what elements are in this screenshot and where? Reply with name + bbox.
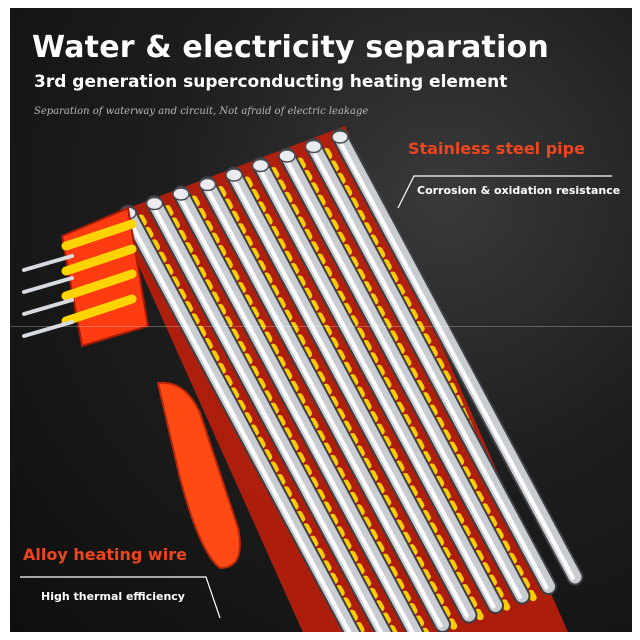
pipe-end-cap — [251, 158, 270, 173]
page-subtitle: 3rd generation superconducting heating e… — [34, 72, 508, 92]
heating-wire-segment — [243, 176, 486, 624]
steel-pipe — [172, 185, 425, 632]
heating-wire-segment — [217, 186, 459, 632]
terminal-pin — [22, 320, 74, 338]
pipe-end-cap — [278, 149, 296, 163]
steel-pipe — [198, 176, 451, 632]
wire-callout-note: High thermal efficiency — [41, 590, 185, 603]
steel-pipe — [251, 157, 504, 614]
horizontal-divider — [10, 326, 632, 327]
pipe-end-cap — [172, 187, 190, 201]
wire-callout-title: Alloy heating wire — [23, 545, 187, 564]
steel-pipe — [304, 138, 557, 595]
pipe-callout-note: Corrosion & oxidation resistance — [417, 184, 621, 197]
steel-pipe — [331, 128, 584, 586]
terminal-connector — [22, 206, 150, 348]
heating-wire-segment — [137, 214, 380, 632]
heating-wire-segment — [296, 157, 539, 605]
steel-pipe — [278, 147, 531, 605]
pipe-callout-leader — [397, 175, 612, 209]
pipe-end-cap — [198, 177, 217, 192]
heating-wire-segment — [190, 195, 433, 632]
heating-wire-segment — [323, 148, 565, 595]
stainless-steel-pipes — [119, 128, 584, 632]
heating-element-illustration — [20, 126, 612, 632]
steel-pipe — [225, 166, 478, 624]
tagline: Separation of waterway and circuit, Not … — [34, 106, 369, 117]
pipe-callout-title: Stainless steel pipe — [408, 139, 585, 158]
terminal-pin — [22, 298, 74, 316]
connector-band — [61, 294, 137, 326]
page-title: Water & electricity separation — [32, 30, 549, 65]
connector-band — [61, 269, 137, 301]
heating-wire-coils — [137, 138, 570, 632]
pipe-end-cap — [304, 139, 323, 154]
steel-pipe — [145, 195, 393, 632]
pipe-end-cap — [225, 168, 243, 182]
product-banner: Water & electricity separation 3rd gener… — [10, 8, 632, 632]
wire-callout-leader — [20, 576, 221, 619]
heating-wire-segment — [164, 205, 406, 632]
heat-tab — [156, 381, 241, 570]
pipe-end-cap — [331, 130, 349, 144]
heating-wire-segment — [270, 167, 512, 614]
terminal-pin — [22, 276, 74, 294]
connector-band — [61, 219, 137, 251]
pipe-end-cap — [145, 196, 164, 211]
connector-band — [61, 244, 137, 276]
terminal-pin — [22, 254, 74, 272]
